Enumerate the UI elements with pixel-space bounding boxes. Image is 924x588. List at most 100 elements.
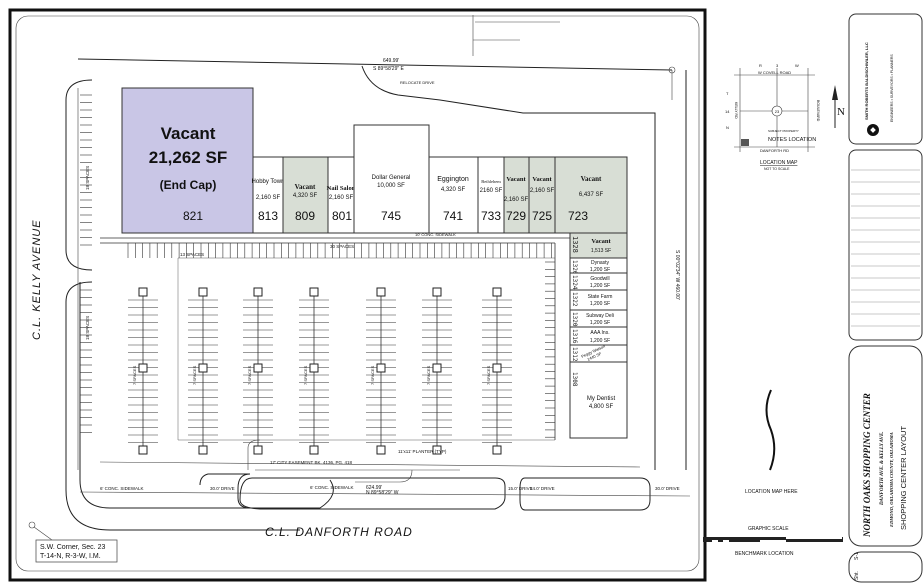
benchmark-label: BENCHMARK LOCATION — [735, 551, 794, 557]
range-num: 3 — [776, 63, 779, 68]
unit-size: 2160 SF — [480, 188, 503, 194]
unit-1320[interactable]: 1320 Subway Deli 1,200 SF — [569, 309, 628, 328]
unit-number: 1308 — [571, 372, 578, 387]
unit-name: Eggington — [437, 176, 469, 183]
kelly-avenue — [65, 79, 413, 531]
unit-745[interactable]: Dollar General 10,000 SF 745 — [353, 124, 430, 234]
location-map-here: LOCATION MAP HERE — [745, 489, 798, 495]
planter-island — [138, 287, 148, 297]
unit-725[interactable]: Vacant 2,160 SF 725 — [528, 156, 556, 234]
planter-island — [198, 363, 208, 373]
planter-island — [198, 287, 208, 297]
unit-name: Vacant — [506, 176, 526, 183]
south-bearing: N 89°58'29" W — [366, 490, 399, 496]
parking-lot — [80, 94, 570, 455]
south-road: DANFORTH RD — [760, 148, 789, 153]
unit-size: 1,200 SF — [590, 338, 610, 344]
kelly-avenue-label: C.L. KELLY AVENUE — [31, 219, 43, 340]
unit-number: 821 — [183, 209, 203, 223]
spaces-7-label-7: 7 SPACES — [486, 365, 491, 385]
planter-label: 11'x11' PLANTER (TYP) — [398, 449, 447, 454]
planter-island — [376, 445, 386, 455]
sheet-number: S-1 — [854, 552, 860, 560]
relocate-drive-label: RELOCATE DRIVE — [400, 80, 435, 85]
unit-number: 1326 — [571, 260, 578, 275]
unit-1328[interactable]: 1328 Vacant 1,513 SF — [569, 232, 628, 259]
unit-729[interactable]: Vacant 2,160 SF 729 — [503, 156, 530, 234]
planter-island — [198, 445, 208, 455]
unit-1316[interactable]: 1316 AAA Ins. 1,200 SF — [569, 326, 628, 346]
unit-name: Nail Salon — [327, 185, 356, 192]
sidewalk-6-label: 6' CONC. SIDEWALK — [100, 486, 143, 491]
graphic-scale-label: GRAPHIC SCALE — [748, 526, 789, 532]
unit-name: Vacant — [295, 183, 316, 191]
range-w: W — [795, 63, 799, 68]
planter-island — [432, 445, 442, 455]
spaces-18-label: 18 SPACES — [85, 166, 90, 190]
unit-809[interactable]: Vacant 4,320 SF 809 — [282, 156, 329, 234]
location-map-subtitle: NOT TO SCALE — [764, 167, 790, 171]
spaces-7-label: 7 SPACES — [132, 365, 137, 385]
unit-number: 1320 — [571, 312, 578, 327]
north-arrow-label: N — [837, 106, 845, 118]
unit-name: Dollar General — [372, 175, 411, 181]
unit-size: 2,160 SF — [329, 195, 354, 201]
unit-1322[interactable]: 1322 State Farm 1,200 SF — [569, 289, 628, 311]
unit-number: 733 — [481, 209, 501, 223]
east-line-label: S 00°02'34" W 460.00' — [674, 250, 680, 300]
unit-741[interactable]: Eggington 4,320 SF 741 — [428, 156, 479, 234]
unit-number: 809 — [295, 209, 315, 223]
unit-number: 745 — [381, 209, 401, 223]
unit-size: 21,262 SF — [149, 148, 227, 167]
unit-801[interactable]: Nail Salon 2,160 SF 801 — [327, 156, 356, 234]
north-bearing: S 89°58'29" E — [373, 66, 405, 72]
east-units: 1328 Vacant 1,513 SF 1326 Dynasty 1,200 … — [569, 232, 628, 439]
drive-30-label: 30.0' DRIVE — [210, 486, 235, 491]
sidewalk-6-label-2: 6' CONC. SIDEWALK — [310, 485, 353, 490]
north-road: W COVELL ROAD — [758, 70, 791, 75]
unit-size: 6,437 SF — [579, 192, 604, 198]
spaces-7-label-5: 7 SPACES — [370, 365, 375, 385]
spaces-7-label-6: 7 SPACES — [426, 365, 431, 385]
west-road: KELLY RD — [734, 102, 738, 119]
planter-island — [138, 363, 148, 373]
project-address: DANFORTH AVE. & KELLY AVE. — [880, 431, 885, 506]
drawing-frame — [8, 8, 707, 582]
notes-location: NOTES LOCATION — [768, 137, 816, 143]
drive-15-label: 15.0' DRIVE — [508, 486, 533, 491]
east-road: BOULEVARD — [816, 100, 820, 122]
unit-821[interactable]: Vacant 21,262 SF (End Cap) 821 — [121, 87, 254, 234]
planter-island — [253, 363, 263, 373]
unit-name: Hobby Town — [252, 179, 285, 185]
range-r: R — [759, 63, 762, 68]
south-distance: 624.99' — [366, 485, 382, 491]
unit-733[interactable]: Bethlehem 2160 SF 733 — [477, 156, 505, 234]
property-lines — [77, 15, 687, 470]
unit-size: 10,000 SF — [377, 183, 405, 189]
unit-name: Vacant — [581, 175, 602, 183]
unit-1312[interactable]: 1312 Peggy Watson 1440 SF — [569, 343, 628, 363]
township-n: N — [726, 125, 729, 130]
spaces-30-label: 30 SPACES — [330, 244, 354, 249]
title-block: SMITH ROBERTS BALDISCHWILER, LLC ENGINEE… — [848, 13, 923, 583]
unit-name: Subway Deli — [586, 313, 614, 319]
unit-1326[interactable]: 1326 Dynasty 1,200 SF — [569, 257, 628, 275]
unit-number: 1324 — [571, 275, 578, 290]
unit-723[interactable]: Vacant 6,437 SF 723 — [554, 156, 628, 234]
planter-island — [432, 287, 442, 297]
unit-size: 4,320 SF — [441, 187, 466, 193]
location-map-title: LOCATION MAP — [760, 160, 798, 166]
sheet-title: SHOPPING CENTER LAYOUT — [899, 426, 908, 530]
planter-island — [376, 363, 386, 373]
unit-1308[interactable]: 1308 My Dentist 4,800 SF — [571, 372, 616, 410]
unit-number: 741 — [443, 209, 463, 223]
unit-size: 1,200 SF — [590, 283, 610, 289]
sidewalk-10-label: 10' CONC. SIDEWALK — [415, 232, 456, 237]
north-distance: 649.99' — [383, 58, 399, 64]
unit-size: 1,513 SF — [591, 248, 611, 254]
unit-813[interactable]: Hobby Town 2,160 SF 813 — [252, 156, 285, 234]
planter-island — [309, 287, 319, 297]
unit-1324[interactable]: 1324 Goodwill 1,200 SF — [569, 272, 628, 291]
planter-island — [492, 287, 502, 297]
